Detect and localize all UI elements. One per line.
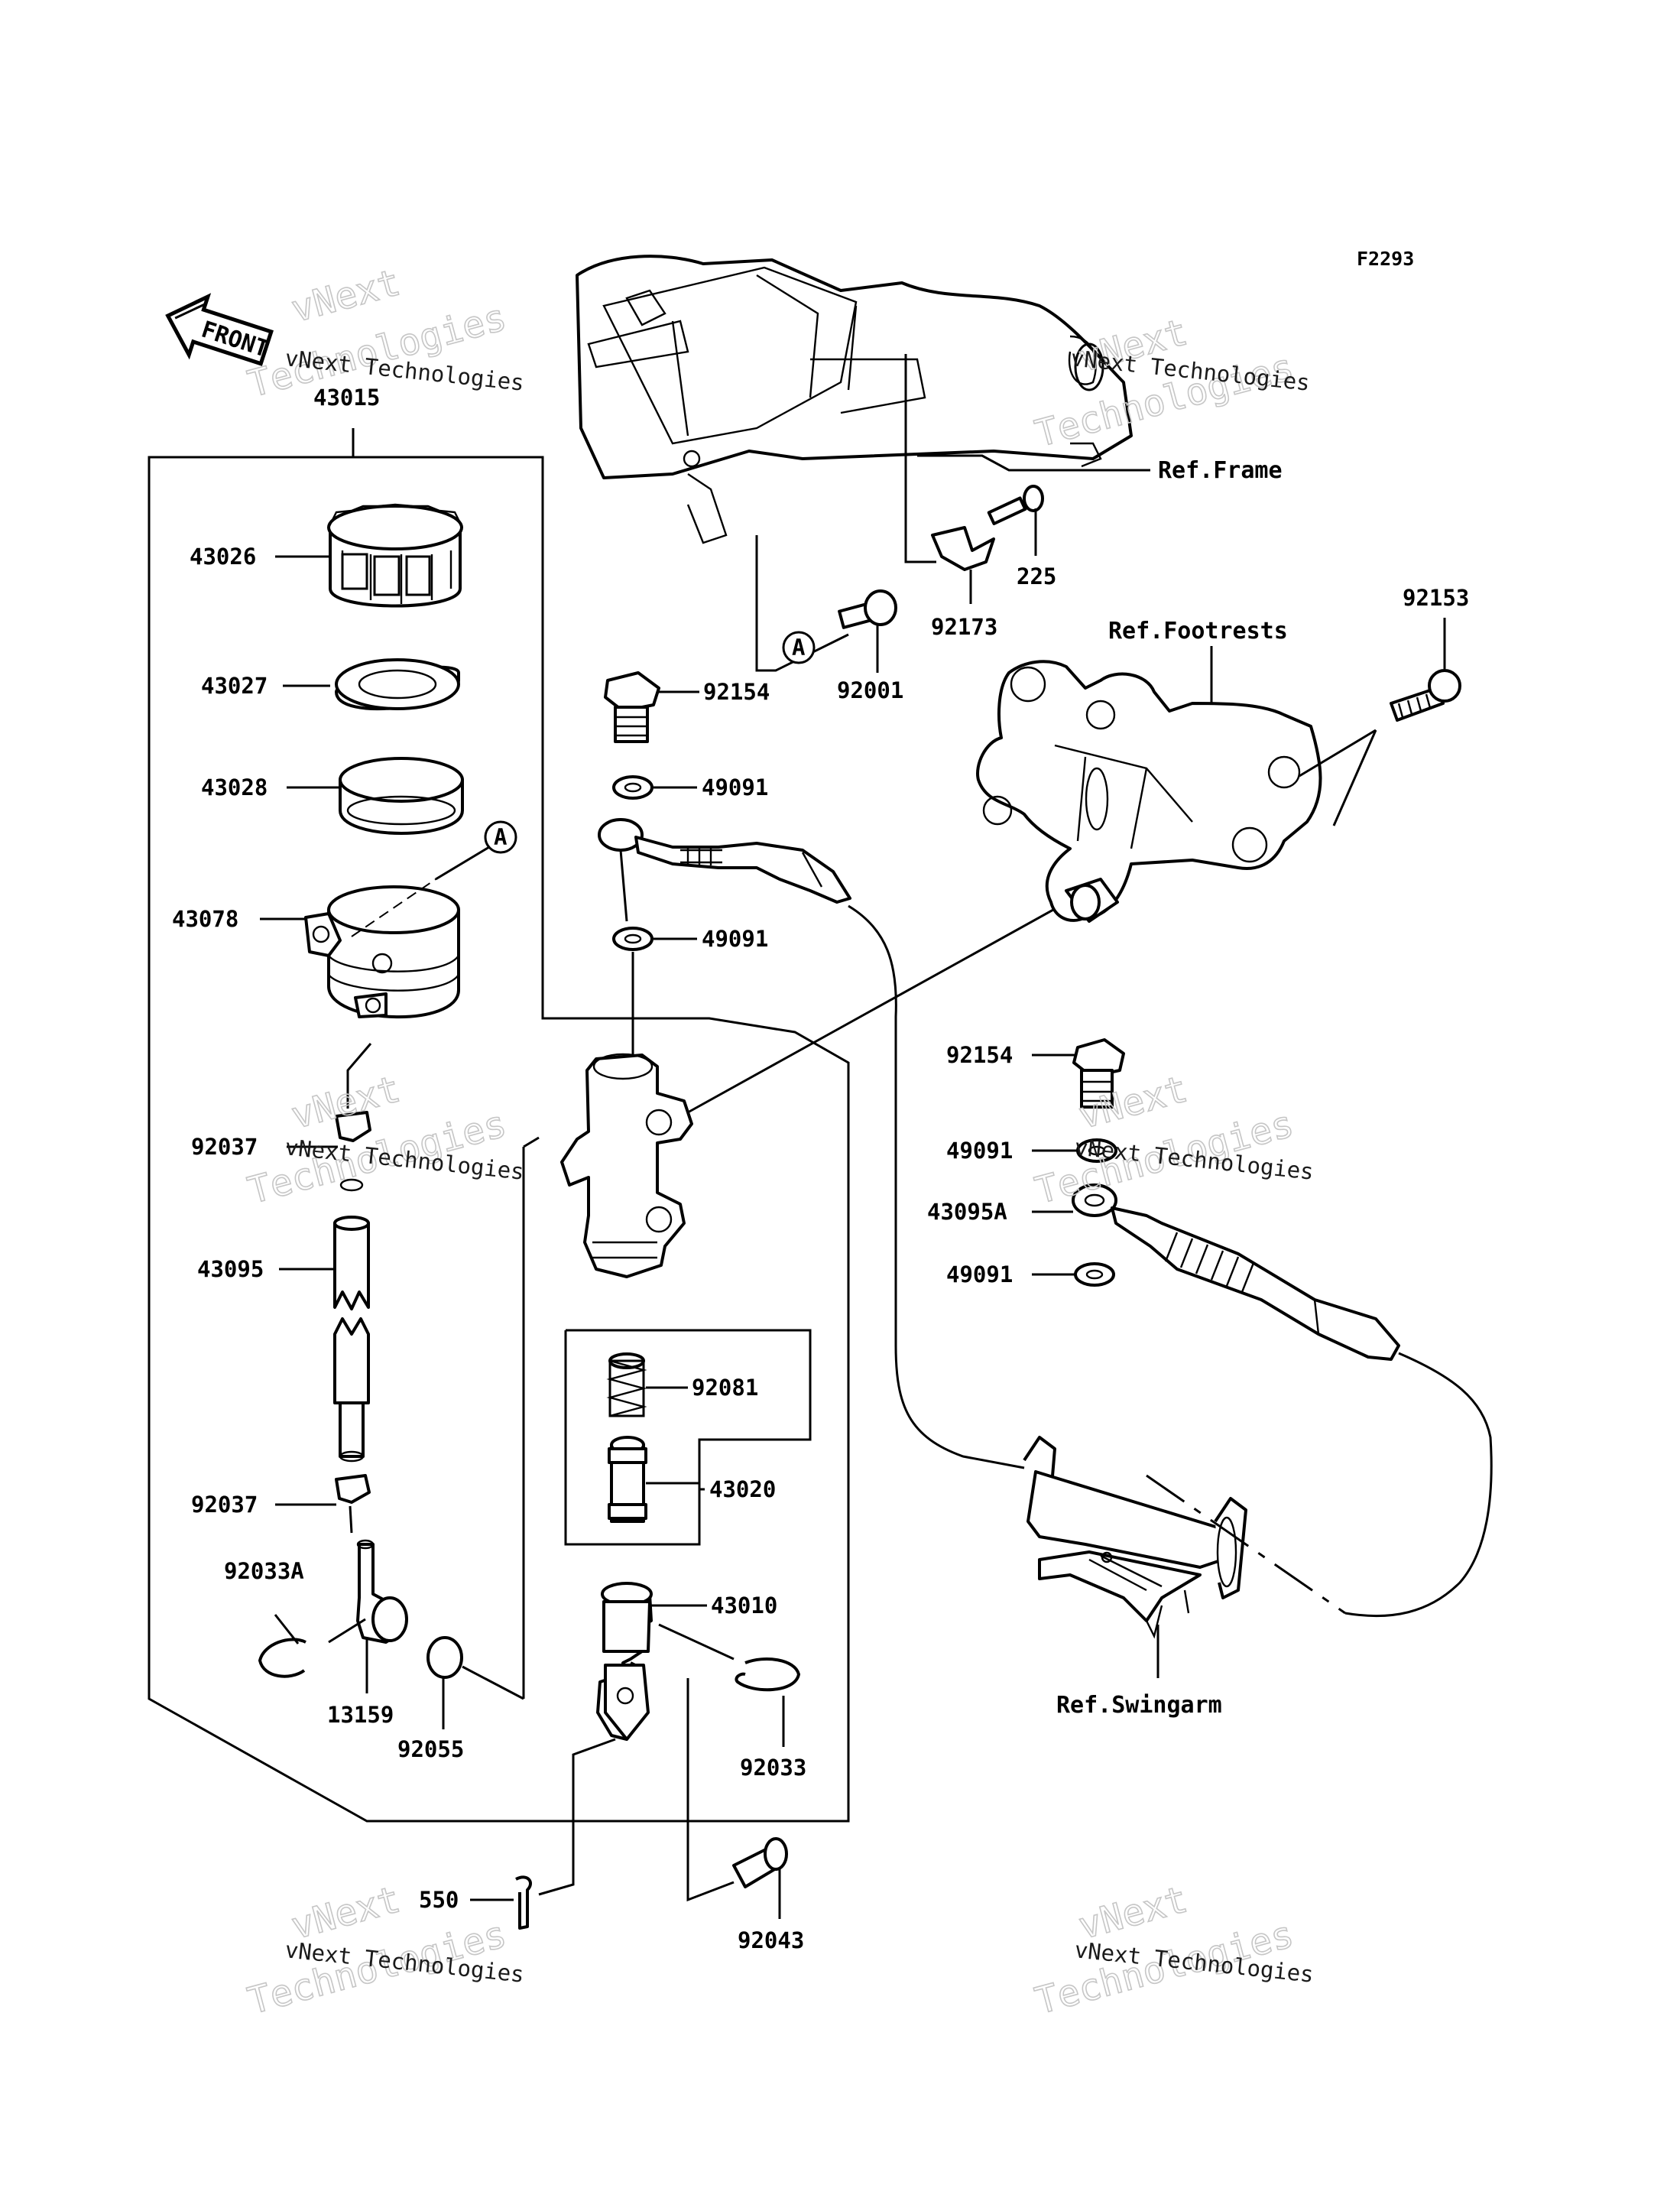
label-49091-3: 49091 bbox=[946, 1138, 1013, 1164]
watermark-big-9: vNext bbox=[287, 1878, 404, 1947]
label-43078: 43078 bbox=[172, 906, 238, 932]
washer-49091-1 bbox=[612, 775, 654, 800]
label-92033: 92033 bbox=[740, 1755, 806, 1781]
label-92001: 92001 bbox=[837, 677, 903, 703]
label-92153: 92153 bbox=[1403, 585, 1469, 611]
callout-a-left: A bbox=[494, 824, 507, 850]
clamp-92173 bbox=[931, 526, 995, 571]
cotter-pin-550 bbox=[515, 1875, 532, 1930]
label-43020: 43020 bbox=[709, 1476, 776, 1502]
label-43095: 43095 bbox=[197, 1256, 264, 1282]
diaphragm-43028 bbox=[339, 757, 464, 835]
label-92154-right: 92154 bbox=[946, 1042, 1013, 1068]
push-rod-43010 bbox=[596, 1582, 653, 1741]
bolt-225 bbox=[987, 485, 1044, 525]
brake-hose-upper bbox=[598, 818, 851, 904]
hose-clamp-92037-lower bbox=[335, 1474, 371, 1504]
spring-92081 bbox=[606, 1352, 647, 1417]
label-43095a: 43095A bbox=[927, 1199, 1007, 1225]
label-92043: 92043 bbox=[738, 1927, 804, 1953]
master-cylinder-body bbox=[560, 1053, 693, 1278]
ref-footrests-label: Ref.Footrests bbox=[1108, 618, 1288, 644]
assembly-43015-outline bbox=[148, 456, 850, 1823]
footrest-bracket-illustration bbox=[976, 660, 1322, 923]
label-43026: 43026 bbox=[190, 544, 256, 570]
banjo-bolt-92154-left bbox=[604, 671, 660, 743]
callout-a-top: A bbox=[792, 635, 805, 661]
label-43027: 43027 bbox=[201, 673, 268, 699]
washer-49091-4 bbox=[1074, 1262, 1115, 1287]
hose-guide-illustration bbox=[1023, 1436, 1247, 1639]
watermark-big-11: vNext bbox=[1074, 1878, 1192, 1947]
ref-swingarm-label: Ref.Swingarm bbox=[1056, 1692, 1222, 1719]
bolt-92001 bbox=[838, 589, 897, 629]
circlip-92033a bbox=[258, 1638, 306, 1678]
label-92055: 92055 bbox=[397, 1736, 464, 1762]
clevis-pin-92043 bbox=[732, 1837, 788, 1888]
o-ring-92055 bbox=[426, 1636, 463, 1679]
frame-illustration bbox=[576, 255, 1133, 544]
label-92081: 92081 bbox=[692, 1375, 758, 1401]
banjo-bolt-92154-right bbox=[1072, 1038, 1125, 1109]
label-43028: 43028 bbox=[201, 774, 268, 800]
label-92033a: 92033A bbox=[224, 1558, 304, 1584]
hose-clamp-92037-upper bbox=[335, 1111, 371, 1142]
brake-hose-43095a bbox=[1072, 1183, 1400, 1361]
label-13159: 13159 bbox=[327, 1702, 394, 1728]
label-43015: 43015 bbox=[313, 385, 380, 411]
watermark-big-1: vNext bbox=[287, 261, 404, 330]
ref-frame-label: Ref.Frame bbox=[1158, 457, 1283, 484]
reservoir-43078 bbox=[304, 878, 460, 1019]
circlip-92033 bbox=[735, 1657, 800, 1692]
label-92154-left: 92154 bbox=[703, 679, 770, 705]
label-49091-4: 49091 bbox=[946, 1261, 1013, 1287]
label-92037-upper: 92037 bbox=[191, 1134, 258, 1160]
assembly-43020-outline bbox=[564, 1329, 812, 1546]
label-225: 225 bbox=[1017, 563, 1056, 589]
washer-49091-2 bbox=[612, 927, 654, 951]
label-550: 550 bbox=[419, 1887, 459, 1913]
elbow-fitting-13159 bbox=[356, 1539, 408, 1644]
label-49091-1: 49091 bbox=[702, 774, 768, 800]
diaphragm-plate-43027 bbox=[335, 658, 460, 711]
label-92173: 92173 bbox=[931, 614, 997, 640]
label-92037-lower: 92037 bbox=[191, 1492, 258, 1518]
bolt-92153 bbox=[1390, 669, 1461, 722]
reservoir-cap-43026 bbox=[327, 503, 464, 608]
reservoir-hose-43095 bbox=[333, 1178, 370, 1463]
figure-code: F2293 bbox=[1357, 248, 1414, 270]
piston-43020 bbox=[608, 1436, 647, 1523]
label-49091-2: 49091 bbox=[702, 926, 768, 952]
label-43010: 43010 bbox=[711, 1592, 777, 1618]
